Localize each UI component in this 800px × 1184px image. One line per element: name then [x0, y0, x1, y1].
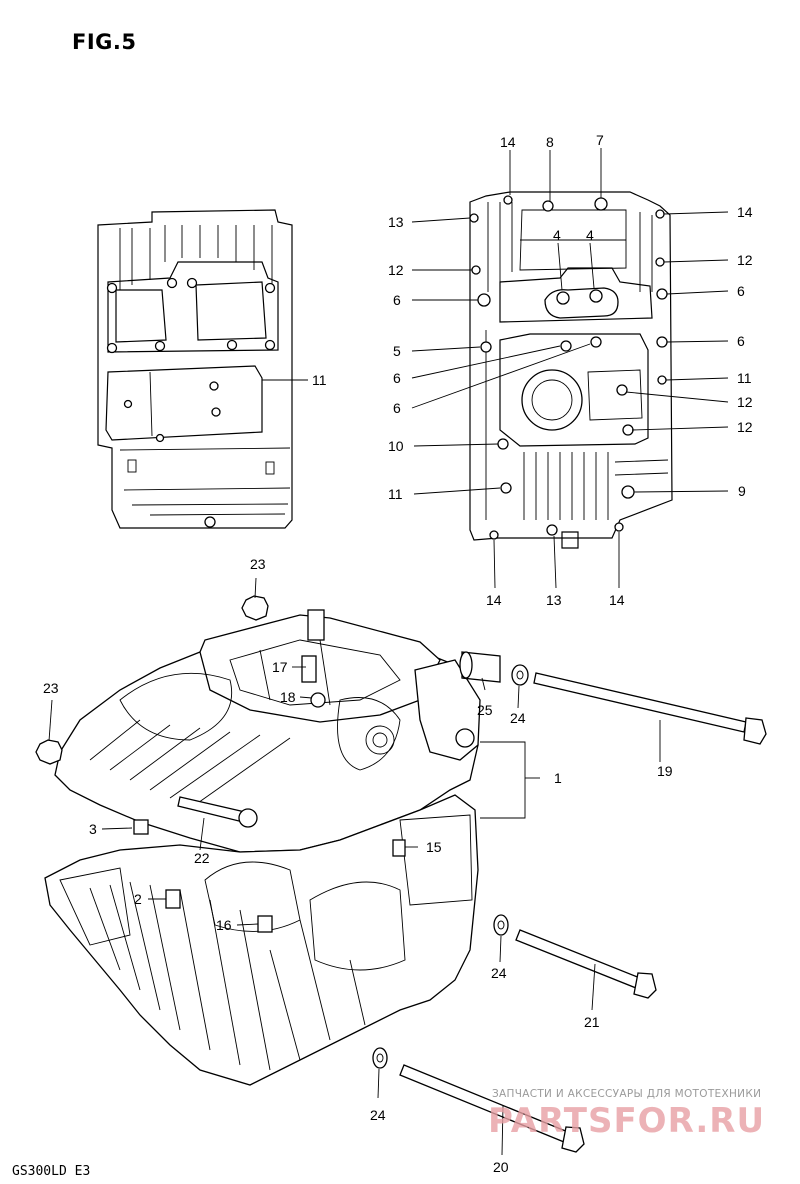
- callout-6: 6: [393, 292, 401, 308]
- callout-19: 19: [657, 763, 673, 779]
- callout-13: 13: [388, 214, 404, 230]
- watermark-caption: ЗАПЧАСТИ И АКСЕССУАРЫ ДЛЯ МОТОТЕХНИКИ: [492, 1088, 762, 1100]
- callout-21: 21: [584, 1014, 600, 1030]
- callout-20: 20: [493, 1159, 509, 1175]
- callout-12: 12: [737, 394, 753, 410]
- callout-15: 15: [426, 839, 442, 855]
- callout-25: 25: [477, 702, 493, 718]
- callout-11: 11: [312, 372, 327, 388]
- callout-5: 5: [393, 343, 401, 359]
- callout-4: 4: [553, 227, 561, 243]
- callout-7: 7: [596, 132, 604, 148]
- callout-14: 14: [609, 592, 625, 608]
- callout-13: 13: [546, 592, 562, 608]
- model-code: GS300LD E3: [12, 1164, 91, 1179]
- lower-crankcase-bottom-view: [97, 209, 293, 529]
- callout-22: 22: [194, 850, 210, 866]
- callout-24: 24: [510, 710, 526, 726]
- callout-6: 6: [737, 333, 745, 349]
- callout-4: 4: [586, 227, 594, 243]
- callout-14: 14: [486, 592, 502, 608]
- callout-3: 3: [89, 821, 97, 837]
- callout-12: 12: [737, 252, 753, 268]
- callouts: 11 14 8 7 4 4 13 12 6 5 6 6 10 11 14 12 …: [43, 132, 753, 1175]
- callout-12: 12: [737, 419, 753, 435]
- callout-11: 11: [388, 486, 403, 502]
- callout-24: 24: [370, 1107, 386, 1123]
- callout-6: 6: [393, 370, 401, 386]
- figure-title: FIG.5: [72, 30, 137, 54]
- callout-8: 8: [546, 134, 554, 150]
- watermark-logo: PARTSFOR.RU: [488, 1101, 766, 1141]
- loose-parts: [35, 595, 767, 1153]
- crankcase-assembly: [44, 609, 481, 1086]
- callout-24: 24: [491, 965, 507, 981]
- callout-6: 6: [393, 400, 401, 416]
- upper-crankcase-top-view: [469, 191, 673, 549]
- callout-9: 9: [738, 483, 746, 499]
- callout-23: 23: [250, 556, 266, 572]
- callout-18: 18: [280, 689, 296, 705]
- callout-12: 12: [388, 262, 404, 278]
- callout-1: 1: [554, 770, 562, 786]
- callout-2: 2: [134, 891, 142, 907]
- leader-lines: [48, 148, 729, 1156]
- callout-11: 11: [737, 370, 752, 386]
- callout-16: 16: [216, 917, 232, 933]
- callout-23: 23: [43, 680, 59, 696]
- callout-17: 17: [272, 659, 288, 675]
- callout-10: 10: [388, 438, 404, 454]
- callout-14: 14: [500, 134, 516, 150]
- callout-14: 14: [737, 204, 753, 220]
- callout-6: 6: [737, 283, 745, 299]
